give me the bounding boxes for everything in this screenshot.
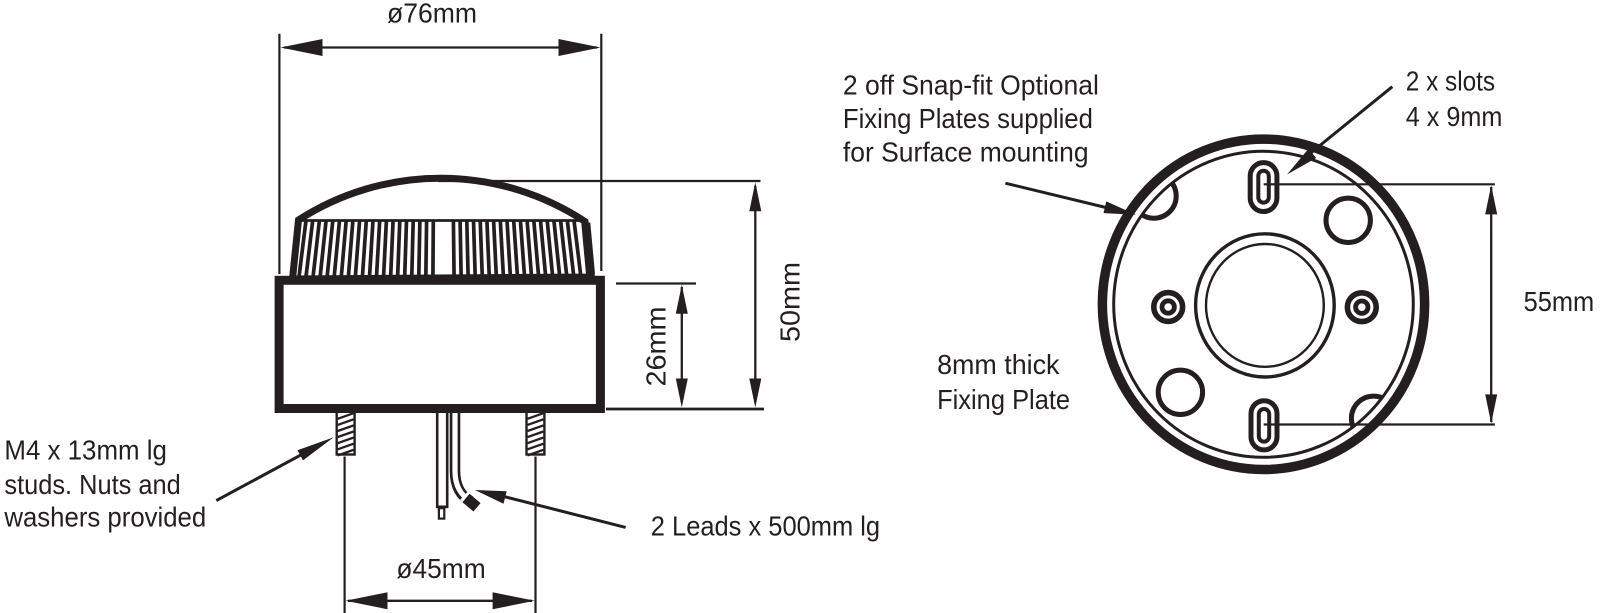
svg-text:washers provided: washers provided <box>3 502 206 533</box>
svg-text:4 x 9mm: 4 x 9mm <box>1406 101 1503 132</box>
svg-text:studs. Nuts and: studs. Nuts and <box>4 469 180 500</box>
svg-text:50mm: 50mm <box>775 262 806 342</box>
svg-text:Fixing Plates supplied: Fixing Plates supplied <box>843 103 1093 134</box>
svg-text:2 x slots: 2 x slots <box>1406 65 1495 96</box>
svg-text:8mm thick: 8mm thick <box>937 349 1060 380</box>
svg-text:2 Leads x 500mm lg: 2 Leads x 500mm lg <box>651 511 880 542</box>
svg-text:55mm: 55mm <box>1524 286 1595 317</box>
svg-text:ø76mm: ø76mm <box>387 0 477 29</box>
svg-text:2 off Snap-fit Optional: 2 off Snap-fit Optional <box>843 70 1099 101</box>
svg-text:26mm: 26mm <box>640 307 671 387</box>
svg-text:ø45mm: ø45mm <box>396 553 485 584</box>
svg-text:Fixing Plate: Fixing Plate <box>937 384 1070 415</box>
svg-text:for Surface mounting: for Surface mounting <box>843 137 1089 168</box>
svg-text:M4 x 13mm lg: M4 x 13mm lg <box>4 434 167 465</box>
